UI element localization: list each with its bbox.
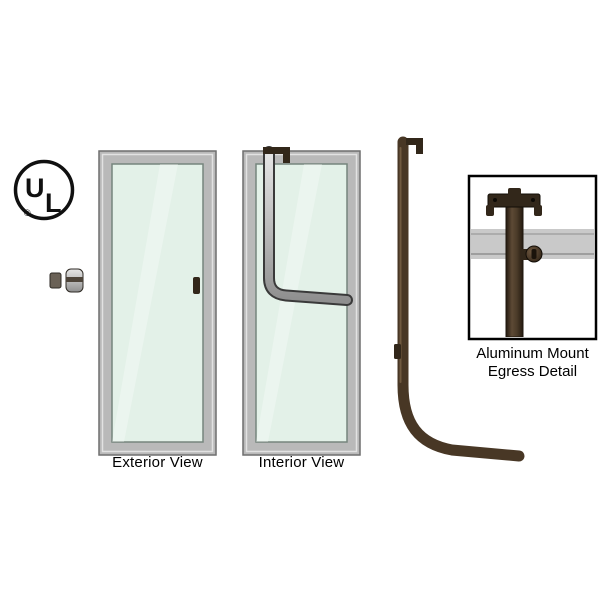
detail-caption-line1: Aluminum Mount [476,345,589,362]
interior-frame-highlight [245,153,358,453]
egress-control-rod [394,136,525,462]
exterior-key-cylinder [193,277,200,294]
detail-content [471,188,594,337]
detail-top-clamp [486,188,542,216]
detail-thumbturn-stem [521,249,530,260]
ul-circle [13,159,75,221]
detail-inset [467,174,598,341]
detail-clamp-screw-right [531,198,535,202]
rod-glass-clamp [394,344,401,359]
key-cylinder-cap [49,272,62,289]
exterior-frame-highlight [101,153,214,453]
detail-clamp-top-nub [508,188,521,196]
detail-clamp-claw-left [486,205,494,216]
detail-clamp-claw-right [534,205,542,216]
detail-thumbturn-slot [531,249,537,259]
exterior-door-glass [111,163,204,443]
interior-glass-reflection [256,164,322,442]
registered-mark: ® [24,208,31,218]
detail-caption: Aluminum Mount Egress Detail [466,345,599,381]
rod-top-bracket [406,138,423,154]
egress-top-bracket [263,147,290,163]
detail-thumbturn [521,245,543,263]
detail-clamp-screw-left [493,198,497,202]
key-cylinder-parts [49,268,84,293]
egress-handle-bar [265,148,351,304]
ul-letter-u: U [25,173,45,203]
ul-logo: U L ® [13,159,75,221]
key-cylinder-band [66,277,83,282]
interior-door [242,146,361,456]
exterior-view-label: Exterior View [112,454,203,471]
rod-tube [397,136,525,462]
exterior-glass-reflection [112,164,178,442]
ul-letter-l: L [45,188,62,218]
interior-view-label: Interior View [258,454,345,471]
detail-mount-post [505,197,524,337]
detail-caption-line2: Egress Detail [487,363,578,380]
exterior-door [98,150,217,456]
